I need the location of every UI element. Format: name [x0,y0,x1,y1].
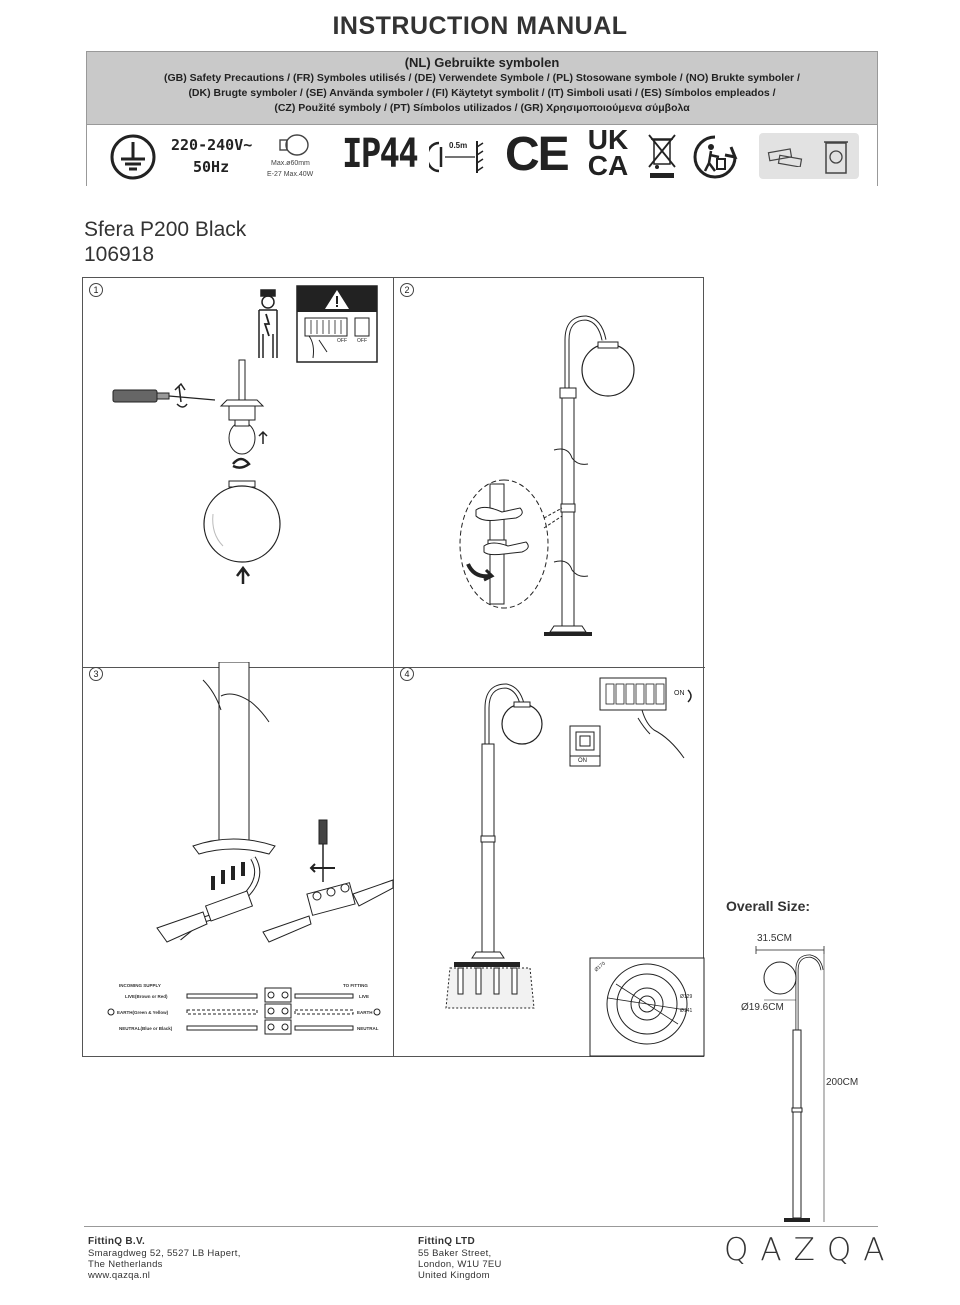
wiring-live-in: LIVE(Brown or Red) [125,994,168,999]
frequency-text: 50Hz [193,158,230,176]
base-dimension: Ø129 [680,994,693,1000]
symbols-row: 220-240V~ 50Hz Max.ø60mm E-27 Max.40W IP… [87,124,877,186]
address-uk: FittinQ LTD 55 Baker Street, London, W1U… [418,1236,502,1281]
ce-icon: CE [505,128,570,181]
company-name: FittinQ LTD [418,1236,475,1247]
wiring-earth-in: EARTH(Green & Yellow) [117,1010,169,1015]
wiring-incoming-label: INCOMING SUPPLY [119,983,161,988]
step-number: 1 [89,283,103,297]
ukca-bottom: CA [587,150,629,181]
distance-icon [429,141,484,173]
ip-rating: IP44 [342,131,419,177]
base-dimension: Ø141 [680,1008,693,1014]
symbols-box: (NL) Gebruikte symbolen (GB) Safety Prec… [86,51,878,186]
recycle-bin-icon [824,141,848,174]
product-name: Sfera P200 Black [84,218,247,241]
address-line: 55 Baker Street, [418,1248,492,1259]
step-panel-1: 1 [83,278,394,668]
symbols-header: (NL) Gebruikte symbolen (GB) Safety Prec… [87,52,877,124]
brand-logo: QAZQA [724,1232,897,1268]
switch-on-label: ON [578,758,587,764]
wiring-earth-out: EARTH [357,1010,373,1015]
packaging-recycle-icon [759,133,859,179]
footer-divider [84,1226,878,1227]
wiring-live-out: LIVE [359,994,370,999]
earth-ground-icon [110,134,156,180]
wiring-to-fitting-label: TO FITTING [343,983,368,988]
symbols-language-line: (GB) Safety Precautions / (FR) Symboles … [164,72,800,84]
address-line: London, W1U 7EU [418,1259,502,1270]
step-number: 3 [89,667,103,681]
voltage-text: 220-240V~ [171,136,253,154]
website-link[interactable]: www.qazqa.nl [88,1270,151,1281]
wiring-neutral-out: NEUTRAL [357,1026,379,1031]
overall-width: 31.5CM [757,933,793,944]
distance-text: 0.5m [449,141,468,150]
batteries-icon [767,148,803,167]
step-number: 2 [400,283,414,297]
weee-bin-icon [648,134,676,178]
step-1-illustration [112,285,378,584]
switch-on-label: ON [674,690,685,697]
step-4-illustration [445,677,705,1057]
address-line: United Kingdom [418,1270,490,1281]
wiring-neutral-in: NEUTRAL(Blue or Black) [119,1026,173,1031]
overall-globe-diameter: Ø19.6CM [741,1002,784,1013]
step-panel-4: 4 [394,662,705,1057]
address-line: The Netherlands [88,1259,163,1270]
step-2-illustration [459,315,635,636]
address-line: Smaragdweg 52, 5527 LB Hapert, [88,1248,241,1259]
ukca-top: UK [587,124,629,155]
electrician-icon [258,289,278,358]
bulb-max-diameter: Max.ø60mm [271,160,310,167]
overall-height: 200CM [826,1077,859,1088]
recycle-icon [693,135,738,179]
warning-off-label: OFF [337,338,347,344]
address-nl: FittinQ B.V. Smaragdweg 52, 5527 LB Hape… [88,1236,241,1281]
product-code: 106918 [84,243,155,266]
ukca-icon: UK CA [583,124,633,181]
overall-size-diagram [755,946,825,1222]
bulb-max-power: E-27 Max.40W [267,171,314,178]
step-panel-3: 3 [83,662,394,1057]
symbols-language-line: (CZ) Použité symboly / (PT) Símbolos uti… [274,102,690,114]
bulb-icon [279,134,309,156]
step-panel-2: 2 [394,278,705,668]
symbols-heading: (NL) Gebruikte symbolen [404,55,560,70]
overall-size-label: Overall Size: [726,898,811,914]
step-3-illustration [107,662,394,1035]
warning-off-label: OFF [357,338,367,344]
company-name: FittinQ B.V. [88,1236,146,1247]
step-number: 4 [400,667,414,681]
symbols-language-line: (DK) Brugte symboler / (SE) Använda symb… [188,87,776,99]
steps-grid: 1 [82,277,705,1057]
document-title: INSTRUCTION MANUAL [332,12,628,40]
